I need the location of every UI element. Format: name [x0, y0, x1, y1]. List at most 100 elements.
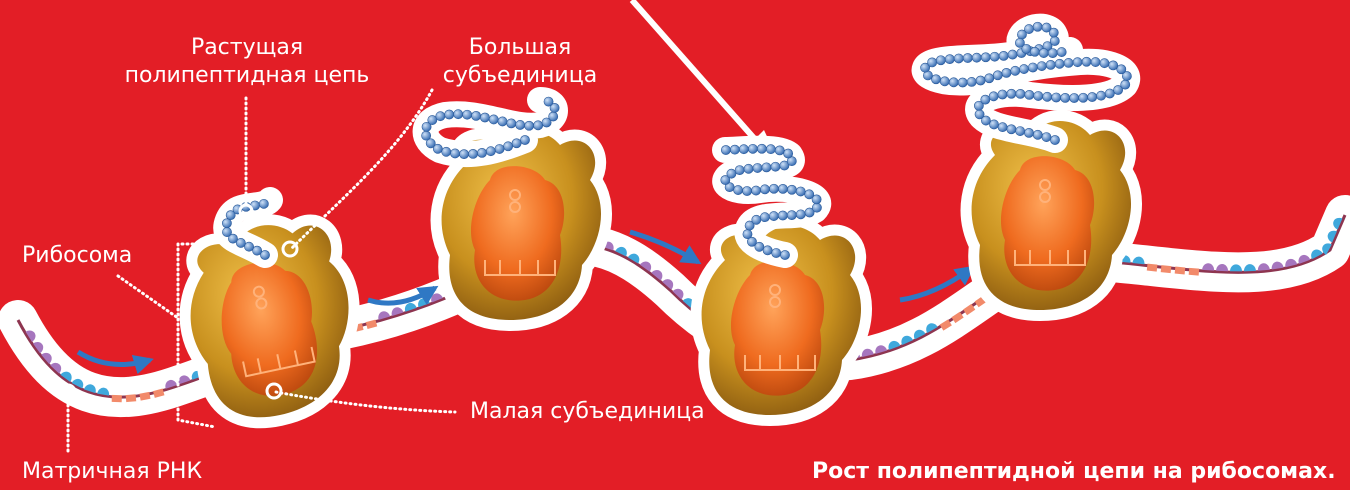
- amino-acid-bead: [976, 76, 985, 85]
- amino-acid-bead: [958, 78, 967, 87]
- amino-acid-bead: [1042, 132, 1051, 141]
- amino-acid-bead: [422, 131, 431, 140]
- small-subunit-shape: [471, 166, 564, 301]
- amino-acid-bead: [1025, 90, 1034, 99]
- amino-acid-bead: [989, 120, 998, 129]
- amino-acid-bead: [760, 213, 769, 222]
- amino-acid-bead: [1088, 92, 1097, 101]
- amino-acid-bead: [1070, 93, 1079, 102]
- label-small-subunit: Малая субъединица: [470, 398, 705, 426]
- amino-acid-bead: [1011, 66, 1020, 75]
- amino-acid-bead: [1096, 91, 1105, 100]
- amino-acid-bead: [1008, 50, 1017, 59]
- amino-acid-bead: [762, 163, 771, 172]
- amino-acid-bead: [1117, 65, 1126, 74]
- amino-acid-bead: [1046, 60, 1055, 69]
- amino-acid-bead: [495, 144, 504, 153]
- amino-acid-bead: [1105, 89, 1114, 98]
- amino-acid-bead: [486, 147, 495, 156]
- amino-acid-bead: [442, 147, 451, 156]
- label-growing-chain-line2: полипептидная цепь: [102, 62, 392, 90]
- amino-acid-bead: [1050, 36, 1059, 45]
- amino-acid-bead: [253, 246, 262, 255]
- amino-acid-bead: [963, 53, 972, 62]
- codon-mark: [126, 394, 137, 402]
- amino-acid-bead: [1082, 57, 1091, 66]
- amino-acid-bead: [1022, 44, 1031, 53]
- amino-acid-bead: [998, 90, 1007, 99]
- amino-acid-bead: [1055, 59, 1064, 68]
- label-large-subunit: Большая субъединица: [420, 34, 620, 90]
- amino-acid-bead: [743, 230, 752, 239]
- amino-acid-bead: [525, 121, 534, 130]
- amino-acid-bead: [998, 123, 1007, 132]
- amino-acid-bead: [1034, 91, 1043, 100]
- amino-acid-bead: [954, 54, 963, 63]
- amino-acid-bead: [544, 97, 553, 106]
- amino-acid-bead: [752, 215, 761, 224]
- small-subunit-shape: [1001, 156, 1094, 291]
- amino-acid-bead: [721, 145, 730, 154]
- amino-acid-bead: [507, 119, 516, 128]
- amino-acid-bead: [1121, 80, 1130, 89]
- amino-acid-bead: [516, 120, 525, 129]
- amino-acid-bead: [1091, 57, 1100, 66]
- amino-acid-bead: [1017, 30, 1026, 39]
- amino-acid-bead: [772, 248, 781, 257]
- amino-acid-bead: [468, 149, 477, 158]
- amino-acid-bead: [1039, 48, 1048, 57]
- amino-acid-bead: [751, 186, 760, 195]
- white-pointer-arrow: [632, 0, 760, 145]
- amino-acid-bead: [928, 58, 937, 67]
- amino-acid-bead: [504, 142, 513, 151]
- amino-acid-bead: [999, 51, 1008, 60]
- amino-acid-bead: [222, 227, 231, 236]
- amino-acid-bead: [778, 211, 787, 220]
- amino-acid-bead: [796, 187, 805, 196]
- amino-acid-bead: [549, 112, 558, 121]
- amino-acid-bead: [985, 74, 994, 83]
- amino-acid-bead: [222, 219, 231, 228]
- amino-acid-bead: [780, 250, 789, 259]
- amino-acid-bead: [1002, 68, 1011, 77]
- label-ribosome: Рибосома: [22, 242, 132, 270]
- amino-acid-bead: [1042, 23, 1051, 32]
- amino-acid-bead: [760, 185, 769, 194]
- amino-acid-bead: [1033, 22, 1042, 31]
- amino-acid-bead: [769, 211, 778, 220]
- label-large-subunit-line1: Большая: [420, 34, 620, 62]
- amino-acid-bead: [730, 145, 739, 154]
- amino-acid-bead: [972, 53, 981, 62]
- amino-acid-bead: [259, 199, 268, 208]
- amino-acid-bead: [727, 169, 736, 178]
- label-large-subunit-line2: субъединица: [420, 62, 620, 90]
- amino-acid-bead: [748, 144, 757, 153]
- amino-acid-bead: [445, 110, 454, 119]
- amino-acid-bead: [766, 145, 775, 154]
- amino-acid-bead: [757, 144, 766, 153]
- amino-acid-bead: [1016, 126, 1025, 135]
- amino-acid-bead: [1052, 93, 1061, 102]
- amino-acid-bead: [1100, 59, 1109, 68]
- amino-acid-bead: [763, 246, 772, 255]
- amino-acid-bead: [753, 163, 762, 172]
- amino-acid-bead: [981, 95, 990, 104]
- amino-acid-bead: [472, 111, 481, 120]
- amino-acid-bead: [244, 242, 253, 251]
- amino-acid-bead: [1033, 130, 1042, 139]
- amino-acid-bead: [993, 71, 1002, 80]
- amino-acid-bead: [1007, 125, 1016, 134]
- amino-acid-bead: [498, 117, 507, 126]
- small-subunit-shape: [731, 261, 824, 396]
- amino-acid-bead: [931, 75, 940, 84]
- movement-arrow-1: [78, 352, 150, 365]
- amino-acid-bead: [1016, 89, 1025, 98]
- amino-acid-bead: [975, 110, 984, 119]
- amino-acid-bead: [739, 145, 748, 154]
- amino-acid-bead: [1007, 89, 1016, 98]
- amino-acid-bead: [480, 113, 489, 122]
- amino-acid-bead: [489, 115, 498, 124]
- amino-acid-bead: [787, 185, 796, 194]
- amino-acid-bead: [981, 53, 990, 62]
